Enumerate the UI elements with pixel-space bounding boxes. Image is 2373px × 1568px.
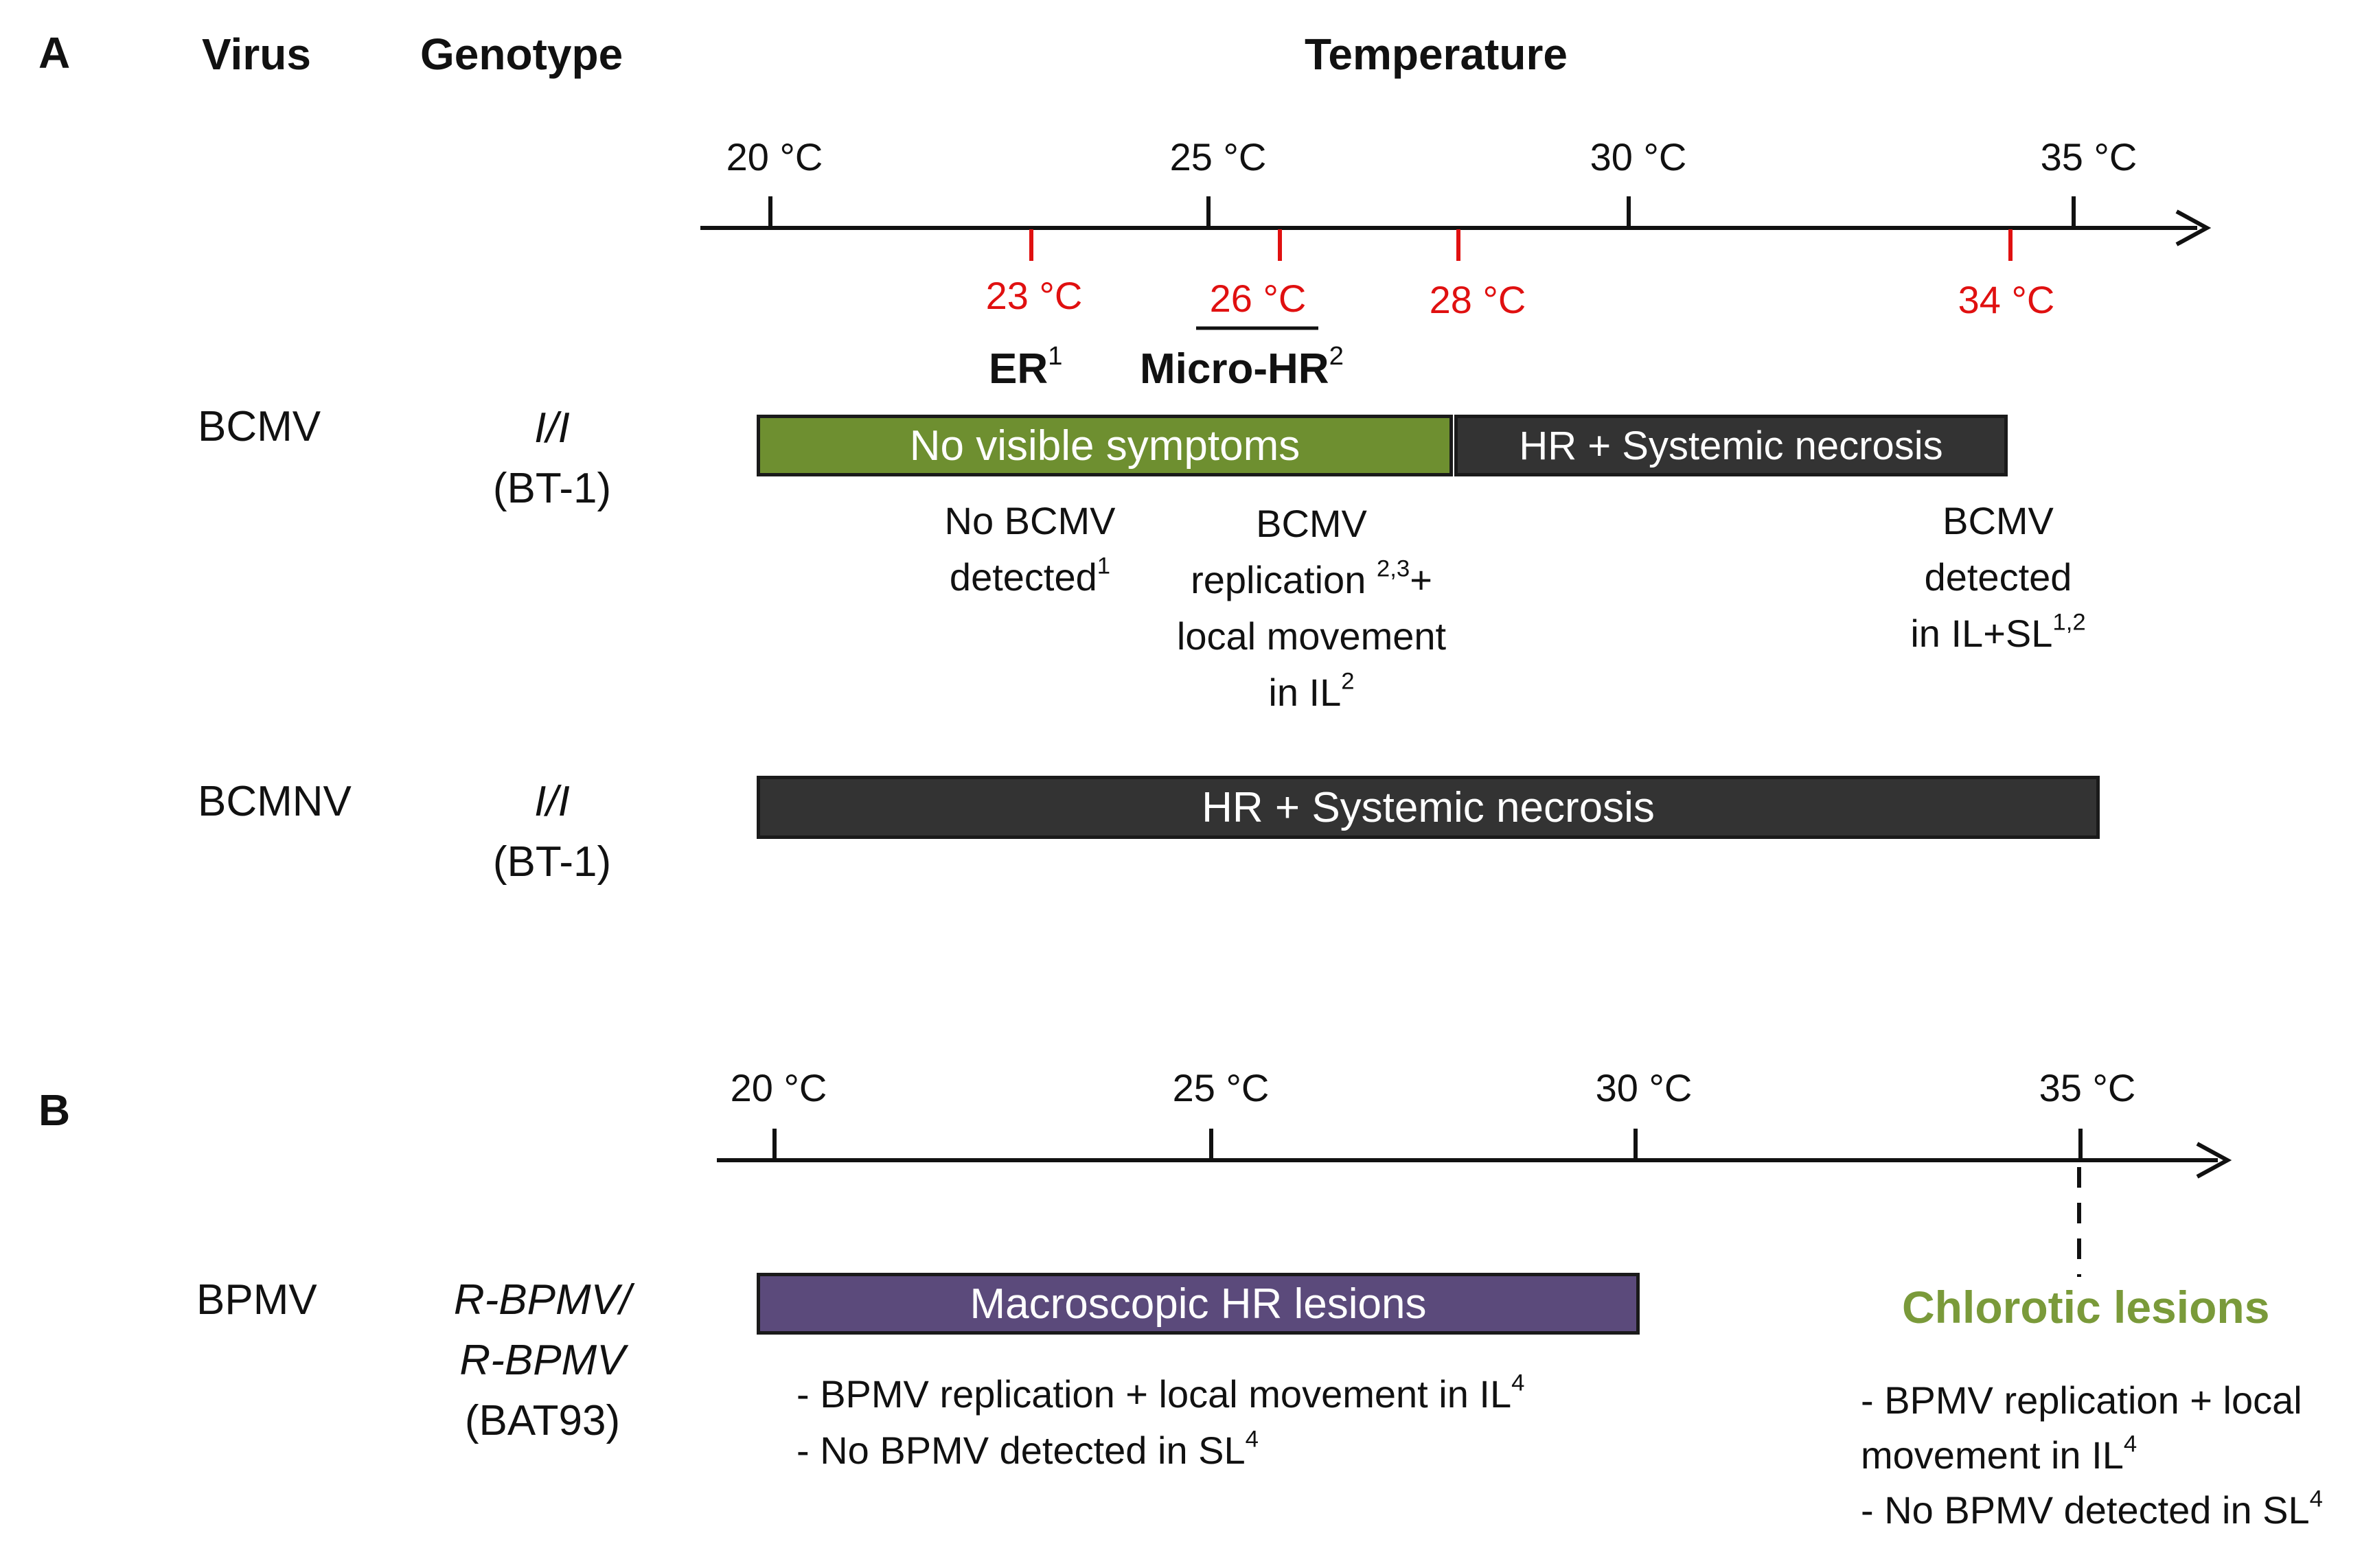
note-bcmv-detected-il-sl: BCMV detected in IL+SL1,2 <box>1910 499 2086 655</box>
axis-tick-label: 30 °C <box>1595 1066 1693 1109</box>
axis-tick-label: 25 °C <box>1172 1066 1270 1109</box>
genotype-bcmv: I/I (BT-1) <box>492 404 612 512</box>
genotype-header: Genotype <box>420 30 623 79</box>
chlorotic-lesions-label: Chlorotic lesions <box>1902 1282 2270 1333</box>
axis-tick-label: 30 °C <box>1590 135 1687 178</box>
virus-header: Virus <box>202 30 311 79</box>
panel-b-label: B <box>38 1085 71 1135</box>
axis-tick-label: 20 °C <box>726 135 823 178</box>
axis-tick-label: 35 °C <box>2039 1066 2136 1109</box>
axis-tick-label: 25 °C <box>1169 135 1267 178</box>
notes-chlorotic: - BPMV replication + local movement in I… <box>1861 1379 2323 1532</box>
threshold-label-34: 34 °C <box>1958 278 2055 321</box>
virus-label-bpmv: BPMV <box>196 1276 317 1324</box>
bar-macroscopic-hr-lesions: Macroscopic HR lesions <box>757 1273 1640 1335</box>
note-no-bcmv-detected: No BCMV detected1 <box>944 499 1116 599</box>
bar-no-visible-symptoms: No visible symptoms <box>757 415 1453 476</box>
notes-macroscopic: - BPMV replication + local movement in I… <box>796 1370 1525 1472</box>
threshold-label-26: 26 °C <box>1209 277 1307 320</box>
genotype-bcmnv: I/I (BT-1) <box>492 778 612 886</box>
axis-tick-label: 20 °C <box>730 1066 827 1109</box>
bar-hr-systemic-necrosis-bcmnv: HR + Systemic necrosis <box>757 776 2100 839</box>
panel-a-label: A <box>38 28 71 78</box>
axis-arrowhead-b <box>2196 1142 2232 1179</box>
threshold-label-28: 28 °C <box>1429 278 1526 321</box>
virus-label-bcmv: BCMV <box>198 403 321 450</box>
note-bcmv-replication: BCMV replication 2,3+ local movement in … <box>1176 502 1447 714</box>
er-label: ER1 <box>989 341 1063 393</box>
threshold-label-23: 23 °C <box>985 274 1083 317</box>
axis-tick-label: 35 °C <box>2040 135 2137 178</box>
temperature-header: Temperature <box>1305 30 1568 79</box>
micro-hr-label: Micro-HR2 <box>1140 341 1344 393</box>
axis-arrowhead-a <box>2175 209 2212 246</box>
bar-hr-systemic-necrosis-bcmv: HR + Systemic necrosis <box>1454 415 2008 476</box>
virus-label-bcmnv: BCMNV <box>198 778 352 825</box>
genotype-bpmv: R-BPMV/ R-BPMV (BAT93) <box>453 1276 632 1444</box>
